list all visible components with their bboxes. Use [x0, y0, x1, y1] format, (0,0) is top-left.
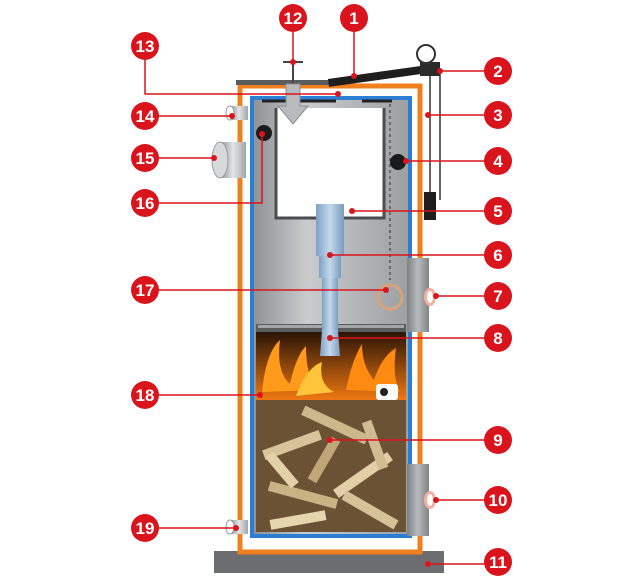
callout-badge [484, 197, 512, 225]
draft-weight [424, 192, 436, 220]
callout-7: 7 [484, 282, 512, 310]
callout-number: 13 [136, 37, 155, 56]
callout-number: 12 [284, 9, 303, 28]
flue-pipe-lower [322, 278, 338, 330]
leader-line-16 [145, 134, 263, 204]
callout-1: 1 [340, 4, 368, 32]
callout-4: 4 [484, 147, 512, 175]
callout-14: 14 [131, 102, 159, 130]
callout-13: 13 [131, 32, 159, 60]
air-inlet-drum-icon [211, 141, 246, 179]
callout-19: 19 [131, 514, 159, 542]
upper-door-handle-icon [424, 288, 436, 306]
callout-9: 9 [484, 426, 512, 454]
sensor-socket-right [390, 154, 406, 170]
callout-number: 2 [493, 62, 502, 81]
callout-number: 8 [493, 329, 502, 348]
callout-number: 14 [136, 107, 155, 126]
callout-8: 8 [484, 324, 512, 352]
callout-badge [131, 514, 159, 542]
firewood-pile [256, 400, 406, 532]
top-outlet-pipe-icon [225, 105, 248, 121]
callout-number: 15 [136, 149, 155, 168]
callout-number: 4 [493, 152, 503, 171]
callout-badge [131, 102, 159, 130]
callout-5: 5 [484, 197, 512, 225]
damper-ring [376, 283, 404, 311]
callout-badge [340, 4, 368, 32]
callout-badge [131, 32, 159, 60]
top-cover-plate [236, 80, 332, 85]
draft-lever-arm [327, 65, 429, 87]
callout-badge [484, 57, 512, 85]
callout-number: 5 [493, 202, 502, 221]
callout-badge [484, 324, 512, 352]
callout-number: 1 [349, 9, 358, 28]
flue-pipe-mid [319, 256, 341, 278]
callout-badge [484, 486, 512, 514]
draft-regulator-knob [416, 44, 436, 64]
callout-badge [131, 381, 159, 409]
callout-number: 3 [493, 106, 502, 125]
lower-door-handle-icon [424, 491, 436, 509]
callout-11: 11 [484, 548, 512, 576]
callout-badge [279, 4, 307, 32]
air-intake-arrow [276, 83, 310, 125]
callout-10: 10 [484, 486, 512, 514]
callout-badge [131, 276, 159, 304]
callout-18: 18 [131, 381, 159, 409]
upper-door-panel [407, 258, 429, 332]
callout-number: 16 [136, 194, 155, 213]
fire-sensor-dot [380, 388, 388, 396]
callout-badge [484, 147, 512, 175]
callout-badge [484, 241, 512, 269]
draft-regulator-body [420, 62, 440, 76]
callout-number: 10 [489, 491, 508, 510]
callout-badge [131, 144, 159, 172]
leader-endpoints [211, 59, 443, 567]
callout-12: 12 [279, 4, 307, 32]
base-plate [214, 551, 444, 573]
leader-line-13 [144, 46, 338, 95]
callout-number: 7 [493, 287, 502, 306]
callout-17: 17 [131, 276, 159, 304]
callout-6: 6 [484, 241, 512, 269]
lower-door-panel [407, 464, 429, 536]
callout-number: 9 [493, 431, 502, 450]
flue-pipe-upper [316, 204, 344, 256]
flames [262, 340, 400, 396]
callout-badge [484, 426, 512, 454]
callout-number: 18 [136, 386, 155, 405]
callout-badge [484, 282, 512, 310]
callout-16: 16 [131, 189, 159, 217]
callout-number: 11 [489, 553, 507, 572]
flue-pipe-funnel [320, 330, 340, 356]
callout-number: 6 [493, 246, 502, 265]
chamber-interior [278, 108, 382, 216]
callout-badge [484, 548, 512, 576]
callout-badge [131, 189, 159, 217]
callout-3: 3 [484, 101, 512, 129]
callout-15: 15 [131, 144, 159, 172]
callout-badge [484, 101, 512, 129]
callout-number: 19 [136, 519, 155, 538]
callout-number: 17 [136, 281, 155, 300]
callout-2: 2 [484, 57, 512, 85]
